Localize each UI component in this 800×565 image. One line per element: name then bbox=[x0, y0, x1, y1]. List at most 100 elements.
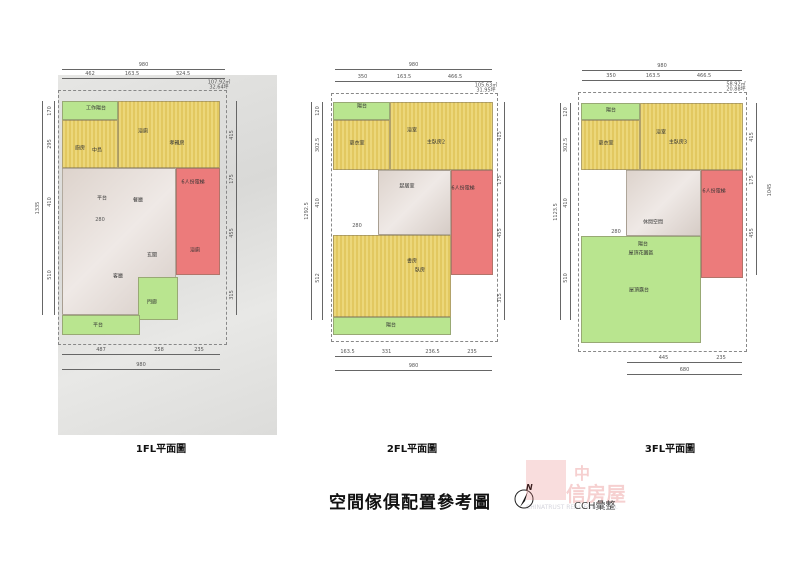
zone-gray-2fl bbox=[378, 170, 451, 235]
right-dim-1fl: 315 bbox=[229, 290, 235, 300]
bottom-dim-2fl: 163.5 bbox=[340, 349, 355, 355]
left-dim-3fl: 410 bbox=[563, 197, 569, 208]
left-dim-1fl: 510 bbox=[47, 270, 53, 280]
bottom-dim-2fl: 235 bbox=[467, 349, 477, 355]
left-dim-2fl: 512 bbox=[315, 272, 321, 283]
area-note-1fl: 107.92㎡ bbox=[207, 79, 231, 86]
caption-2fl: 2FL平面圖 bbox=[386, 444, 438, 455]
left-total-2fl: 1292.5 bbox=[304, 202, 310, 220]
room-label-1fl: 玄關 bbox=[146, 252, 158, 259]
zone-yellow-2fl bbox=[390, 102, 493, 170]
room-label-1fl: 工作陽台 bbox=[85, 105, 107, 112]
north-arrow-icon: N bbox=[512, 482, 538, 512]
right-dim-3fl: 415 bbox=[749, 131, 755, 142]
zone-green-1fl bbox=[62, 315, 140, 335]
plan-outline-2fl bbox=[331, 93, 498, 342]
watermark-logo: 中 信房屋 CHINATRUST REAL ESTATE CO. bbox=[526, 460, 646, 520]
right-dim-2fl: 175 bbox=[497, 175, 503, 185]
left-dim-3fl: 302.5 bbox=[563, 137, 569, 153]
plan-outline-1fl bbox=[58, 90, 227, 345]
top-total-3fl: 980 bbox=[657, 63, 667, 69]
room-label-1fl: 浴廁 bbox=[137, 128, 149, 135]
right-dim-1fl: 175 bbox=[229, 174, 235, 184]
left-total-1fl: 1335 bbox=[35, 201, 41, 215]
top-dim-3fl: 350 bbox=[606, 73, 616, 79]
left-dim-1fl: 170 bbox=[47, 105, 53, 116]
caption-1fl: 1FL平面圖 bbox=[135, 444, 187, 455]
dimension-2fl: 280 bbox=[352, 223, 362, 229]
right-dim-2fl: 455 bbox=[497, 227, 503, 238]
bottom-total-2fl: 980 bbox=[408, 363, 419, 369]
zone-yellow-2fl bbox=[333, 120, 390, 170]
dimension-line-2fl bbox=[335, 69, 492, 70]
room-label-2fl: 更衣室 bbox=[349, 140, 365, 147]
room-label-3fl: 主臥房3 bbox=[668, 139, 688, 146]
room-label-1fl: 6人份電梯 bbox=[181, 179, 205, 186]
bottom-dim-3fl: 445 bbox=[658, 355, 669, 361]
room-label-1fl: 門廊 bbox=[146, 299, 158, 306]
room-label-2fl: 書房 bbox=[406, 258, 418, 265]
zone-yellow-2fl bbox=[333, 235, 451, 317]
top-total-2fl: 980 bbox=[408, 62, 419, 68]
room-label-3fl: 休閒空間 bbox=[642, 219, 664, 226]
dimension-line-1fl bbox=[62, 369, 220, 370]
dimension-line-1fl bbox=[236, 101, 237, 315]
area-note-3fl: 20.88坪 bbox=[726, 86, 746, 93]
bottom-total-1fl: 980 bbox=[136, 362, 146, 368]
dimension-line-1fl bbox=[54, 101, 55, 315]
right-dim-3fl: 175 bbox=[749, 175, 755, 185]
room-label-3fl: 6人份電梯 bbox=[702, 188, 726, 195]
room-label-3fl: 更衣室 bbox=[598, 140, 614, 147]
dimension-line-3fl bbox=[560, 103, 561, 320]
room-label-1fl: 廚房 bbox=[74, 145, 86, 152]
left-dim-2fl: 410 bbox=[315, 197, 321, 208]
room-label-2fl: 臥房 bbox=[414, 267, 426, 274]
zone-yellow-3fl bbox=[640, 103, 743, 170]
top-total-1fl: 980 bbox=[138, 62, 149, 68]
top-dim-1fl: 324.5 bbox=[175, 71, 191, 77]
zone-green-3fl bbox=[581, 103, 640, 120]
area-note-2fl: 105.63㎡ bbox=[474, 82, 498, 89]
dimension-line-1fl bbox=[42, 101, 43, 315]
room-label-2fl: 起居室 bbox=[399, 183, 415, 190]
right-dim-3fl: 1045 bbox=[767, 183, 773, 197]
dimension-line-3fl bbox=[627, 374, 742, 375]
top-dim-3fl: 163.5 bbox=[645, 73, 661, 79]
zone-yellow-3fl bbox=[581, 120, 640, 170]
room-label-2fl: 主臥房2 bbox=[426, 139, 446, 146]
area-note-3fl: 58.92㎡ bbox=[726, 81, 746, 88]
zone-yellow-1fl bbox=[62, 120, 118, 168]
room-label-2fl: 6人份電梯 bbox=[451, 185, 475, 192]
left-dim-3fl: 510 bbox=[563, 272, 569, 283]
dimension-line-2fl bbox=[335, 356, 492, 357]
dimension-line-1fl bbox=[62, 354, 220, 355]
room-label-2fl: 陽台 bbox=[356, 103, 368, 110]
zone-yellow-1fl bbox=[118, 101, 220, 168]
dimension-line-2fl bbox=[335, 81, 492, 82]
left-dim-3fl: 120 bbox=[563, 106, 569, 117]
zone-green-2fl bbox=[333, 102, 390, 120]
zone-red-1fl bbox=[176, 168, 220, 275]
zone-green-3fl bbox=[581, 236, 701, 343]
plan-outline-3fl bbox=[578, 92, 747, 352]
room-label-1fl: 平台 bbox=[92, 322, 104, 329]
room-label-3fl: 浴室 bbox=[655, 129, 667, 136]
top-dim-1fl: 163.5 bbox=[124, 71, 140, 77]
dimension-line-3fl bbox=[582, 80, 742, 81]
right-dim-2fl: 315 bbox=[497, 292, 503, 303]
room-label-3fl: 陽台 bbox=[637, 241, 649, 248]
right-dim-1fl: 415 bbox=[229, 129, 235, 140]
top-dim-2fl: 466.5 bbox=[447, 74, 463, 80]
room-label-1fl: 平台 bbox=[96, 195, 108, 202]
left-dim-1fl: 295 bbox=[47, 139, 53, 149]
area-note-1fl: 32.64坪 bbox=[209, 84, 229, 91]
bottom-total-3fl: 680 bbox=[679, 367, 690, 373]
zone-red-2fl bbox=[451, 170, 493, 275]
north-label: N bbox=[526, 483, 533, 492]
dimension-line-3fl bbox=[627, 362, 742, 363]
dimension-line-1fl bbox=[62, 69, 225, 70]
room-label-2fl: 陽台 bbox=[385, 322, 397, 329]
zone-red-3fl bbox=[701, 170, 743, 278]
room-label-3fl: 陽台 bbox=[605, 107, 617, 114]
